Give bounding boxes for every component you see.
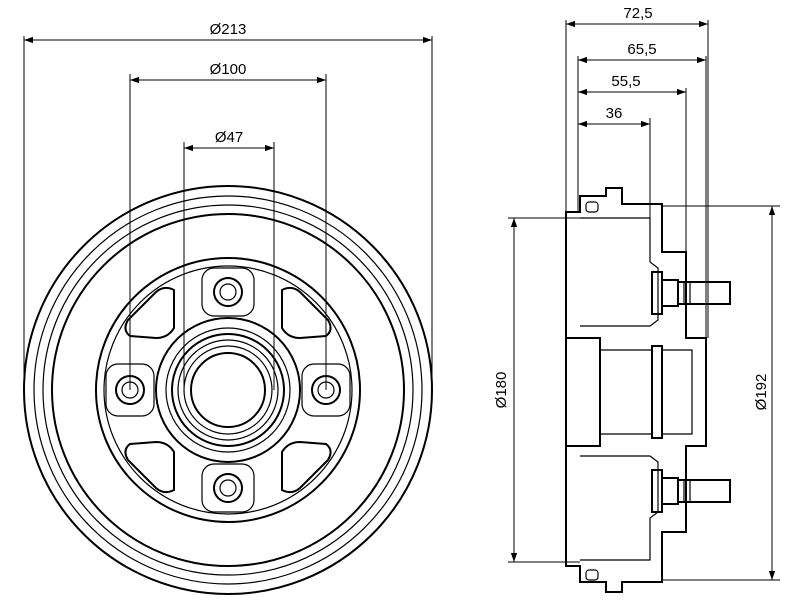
slot-bottom-right: [281, 440, 332, 494]
hub-ring-2: [171, 333, 285, 447]
front-view: Ø213 Ø100 Ø47: [23, 21, 433, 595]
dim-inner-diameter: Ø180: [493, 217, 580, 563]
hub-outer: [155, 317, 301, 463]
bolt-hole-top: [213, 277, 243, 307]
drum-face-edge: [95, 257, 361, 523]
label-height-36: 36: [606, 105, 623, 122]
slot-top-right: [281, 286, 332, 340]
hub-ring-1: [165, 327, 291, 453]
side-view: 72,5 65,5 55,5 36 Ø180: [493, 5, 780, 593]
dim-center-bore: Ø47: [183, 129, 275, 390]
label-inner-diameter: Ø180: [493, 372, 510, 409]
dim-height-55-5: 55,5: [577, 73, 687, 252]
bolt-hole-bottom: [213, 473, 243, 503]
drum-rim-3: [42, 204, 414, 576]
lip-bottom: [585, 569, 599, 581]
label-outer-diameter-side: Ø192: [753, 374, 770, 411]
cavity-bottom: [580, 455, 659, 561]
drum-face-inner: [103, 265, 353, 515]
dim-height-72-5: 72,5: [565, 5, 709, 338]
hub-ring-3: [177, 339, 279, 441]
label-height-55-5: 55,5: [611, 73, 640, 90]
bolt-boss-bottom: [201, 463, 255, 513]
dim-height-36: 36: [577, 105, 651, 218]
label-height-72-5: 72,5: [623, 5, 652, 22]
center-bore: [190, 352, 266, 428]
wheel-stud-top: [651, 271, 731, 315]
slot-top-left: [124, 286, 175, 340]
dim-bolt-circle: Ø100: [129, 61, 327, 390]
cooling-slots: [124, 286, 332, 494]
label-outer-diameter: Ø213: [210, 21, 247, 38]
dim-outer-diameter-side: Ø192: [662, 205, 780, 581]
drum-rim-4: [51, 213, 405, 567]
bolt-boss-top: [201, 267, 255, 317]
label-height-65-5: 65,5: [627, 41, 656, 58]
hub-section: [566, 337, 601, 447]
label-center-bore: Ø47: [215, 129, 243, 146]
cavity-top: [580, 217, 659, 327]
hub-outer-right: [662, 349, 693, 435]
bolt-hole-bottom-inner: [219, 479, 237, 497]
wheel-stud-bottom: [651, 469, 731, 513]
drum-outer-rim: [23, 185, 433, 595]
label-bolt-circle: Ø100: [210, 61, 247, 78]
dim-outer-diameter: Ø213: [23, 21, 433, 380]
drum-rim-2: [33, 195, 423, 585]
slot-bottom-left: [124, 440, 175, 494]
drum-outer-wall: [565, 187, 707, 593]
hub-flange: [651, 345, 663, 439]
lip-top: [585, 201, 599, 213]
bolt-hole-top-inner: [219, 283, 237, 301]
hub-ring-4: [183, 345, 273, 435]
